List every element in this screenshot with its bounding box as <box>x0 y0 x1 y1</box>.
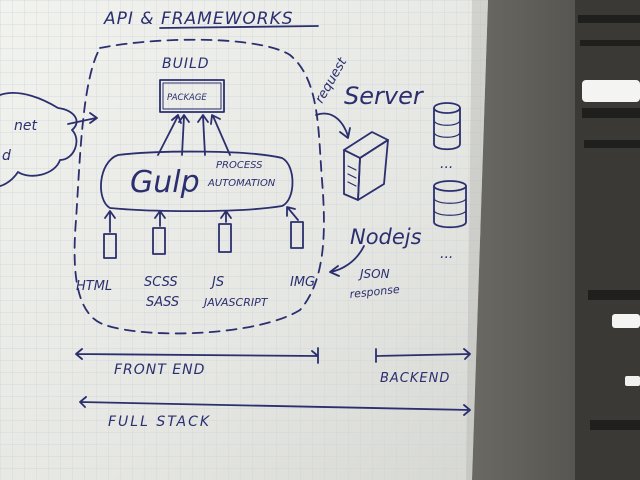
arrow-html-gulp <box>104 210 116 233</box>
cloud-label: net <box>14 118 37 134</box>
arrow-gulp-package <box>210 114 231 156</box>
frontend-scope-line <box>75 347 319 364</box>
html-file-icon <box>103 233 117 259</box>
ceiling-slats <box>575 0 640 480</box>
js-label: JS <box>209 275 224 290</box>
server-icon <box>343 131 389 201</box>
cloud-label-2: d <box>2 148 11 164</box>
response-label: response <box>349 283 401 301</box>
img-file-icon <box>290 221 304 249</box>
fullstack-scope-line <box>79 396 471 416</box>
frontend-label: FRONT END <box>114 362 205 378</box>
fullstack-label: FULL STACK <box>108 414 211 430</box>
db-ellipsis-1: ... <box>440 156 453 172</box>
cloud-shape <box>0 91 78 187</box>
json-response-arrow <box>329 245 365 277</box>
database-icon <box>433 180 467 229</box>
nodejs-label: Nodejs <box>350 225 422 249</box>
scss-file-icon <box>152 227 166 255</box>
javascript-label: JAVASCRIPT <box>202 296 269 309</box>
sketch-title: API & FRAMEWORKS <box>103 9 294 29</box>
gulp-box <box>100 150 294 213</box>
process-label: PROCESS <box>216 160 263 171</box>
arrow-scss-gulp <box>154 210 166 227</box>
title-underline <box>159 25 319 29</box>
database-icon <box>433 102 461 151</box>
js-file-icon <box>218 223 232 253</box>
arrow-gulp-package <box>197 114 209 156</box>
json-label: JSON <box>358 267 390 281</box>
build-label: BUILD <box>162 56 210 72</box>
arrow-img-gulp <box>286 206 299 221</box>
gulp-label: Gulp <box>130 165 200 200</box>
frontend-boundary <box>73 38 325 335</box>
request-arrow <box>315 112 351 139</box>
cloud-arrow <box>67 112 98 125</box>
scss-label: SCSS <box>144 275 178 290</box>
html-label: HTML <box>76 279 112 294</box>
automation-label: AUTOMATION <box>207 178 276 189</box>
server-label: Server <box>344 82 425 110</box>
img-label: IMG <box>290 275 315 290</box>
ceiling-light <box>612 314 640 328</box>
package-label: PACKAGE <box>167 93 207 103</box>
paper-sheet <box>0 0 488 480</box>
sass-label: SASS <box>146 295 179 310</box>
arrow-gulp-package <box>178 114 190 156</box>
ceiling-light <box>582 80 640 102</box>
backend-label: BACKEND <box>380 371 450 386</box>
arrow-js-gulp <box>220 210 232 223</box>
package-box <box>159 79 225 113</box>
backend-scope-line <box>375 348 471 363</box>
db-ellipsis-2: ... <box>440 246 453 262</box>
ceiling-light <box>625 376 640 386</box>
